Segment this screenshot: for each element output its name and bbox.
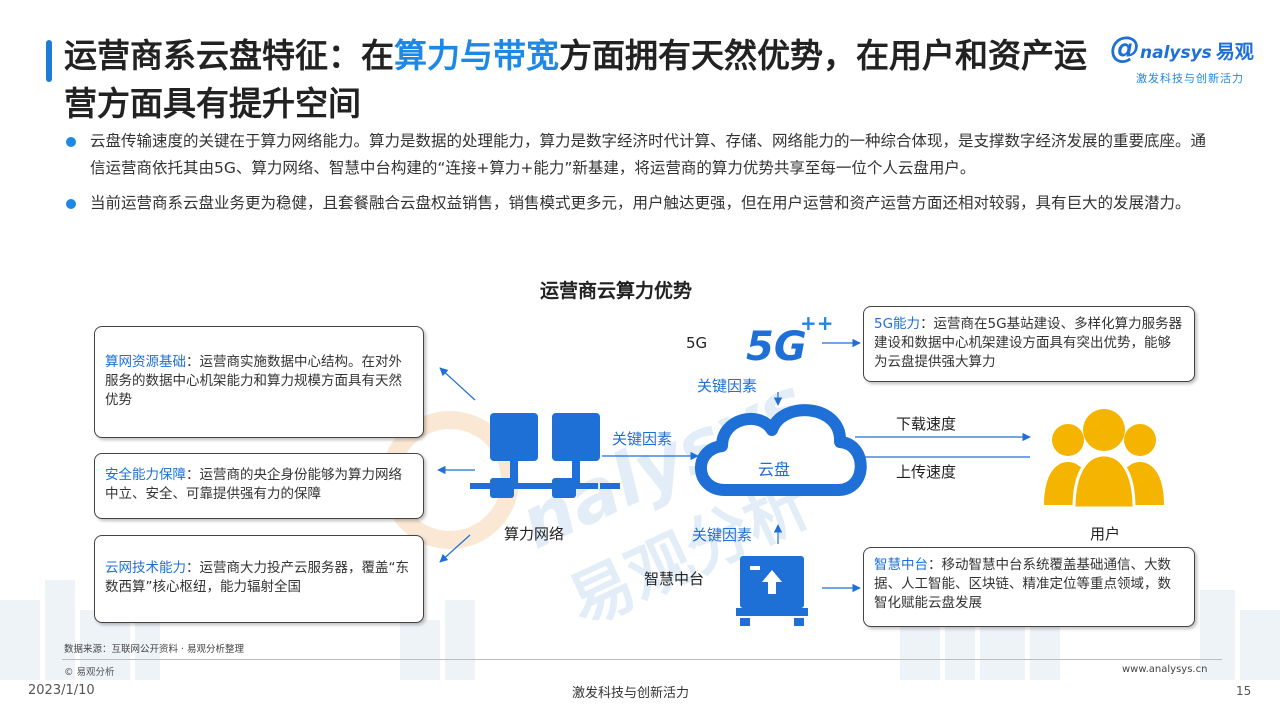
page-number: 15 [1236, 684, 1252, 698]
compute-resource-box: 算网资源基础：运营商实施数据中心结构。在对外服务的数据中心机架能力和算力规模方面… [94, 326, 424, 438]
website-link[interactable]: www.analysys.cn [1122, 664, 1208, 675]
bullet-item: 云盘传输速度的关键在于算力网络能力。算力是数据的处理能力，算力是数字经济时代计算… [62, 128, 1212, 182]
bullet-dot-icon [66, 137, 76, 147]
bullet-list: 云盘传输速度的关键在于算力网络能力。算力是数据的处理能力，算力是数字经济时代计算… [62, 128, 1212, 225]
logo-a-icon: @ [1110, 31, 1140, 66]
upload-speed-label: 上传速度 [896, 463, 957, 481]
smart-platform-box: 智慧中台：移动智慧中台系统覆盖基础通信、大数据、人工智能、区块链、精准定位等重点… [863, 547, 1195, 627]
data-source: 数据来源：互联网公开资料 · 易观分析整理 [64, 644, 245, 655]
footer-divider [62, 659, 1222, 660]
brand-logo: @ nalysys 易观 激发科技与创新活力 [1110, 31, 1270, 86]
footer-slogan: 激发科技与创新活力 [572, 686, 690, 701]
user-label: 用户 [1090, 525, 1121, 543]
key-factor-top-label: 关键因素 [697, 377, 758, 395]
copyright: © 易观分析 [64, 667, 115, 678]
diagram-title: 运营商云算力优势 [540, 280, 693, 302]
security-box: 安全能力保障：运营商的央企身份能够为算力网络中立、安全、可靠提供强有力的保障 [94, 453, 424, 519]
svg-text:5G: 5G [746, 324, 807, 370]
cloud-label: 云盘 [758, 460, 791, 479]
svg-text:++: ++ [800, 311, 834, 335]
platform-label: 智慧中台 [644, 570, 705, 588]
users-group-icon [1044, 409, 1164, 510]
logo-brand-cn: 易观 [1215, 41, 1254, 63]
date: 2023/1/10 [28, 683, 95, 698]
page-title: 运营商系云盘特征：在算力与带宽方面拥有天然优势，在用户和资产运营方面具有提升空间 [64, 36, 1087, 123]
key-factor-left-label: 关键因素 [612, 430, 673, 448]
network-nodes-icon [470, 413, 620, 498]
network-label: 算力网络 [504, 525, 565, 543]
fiveg-box: 5G能力：运营商在5G基站建设、多样化算力服务器建设和数据中心机架建设方面具有突… [863, 306, 1195, 382]
logo-brand-text: nalysys [1140, 43, 1212, 63]
bullet-item: 当前运营商系云盘业务更为稳健，且套餐融合云盘权益销售，销售模式更多元，用户触达更… [62, 190, 1212, 217]
cloud-tech-box: 云网技术能力：运营商大力投产云服务器，覆盖“东数西算”核心枢纽，能力辐射全国 [94, 535, 424, 623]
title-highlight: 算力与带宽 [394, 36, 559, 75]
download-speed-label: 下载速度 [896, 415, 957, 433]
title-accent-bar [46, 40, 52, 82]
fiveg-label: 5G [686, 334, 708, 352]
logo-slogan: 激发科技与创新活力 [1136, 72, 1244, 85]
5g-logo-icon: 5G ++ [746, 311, 834, 370]
bullet-dot-icon [66, 199, 76, 209]
key-factor-bottom-label: 关键因素 [692, 526, 753, 544]
